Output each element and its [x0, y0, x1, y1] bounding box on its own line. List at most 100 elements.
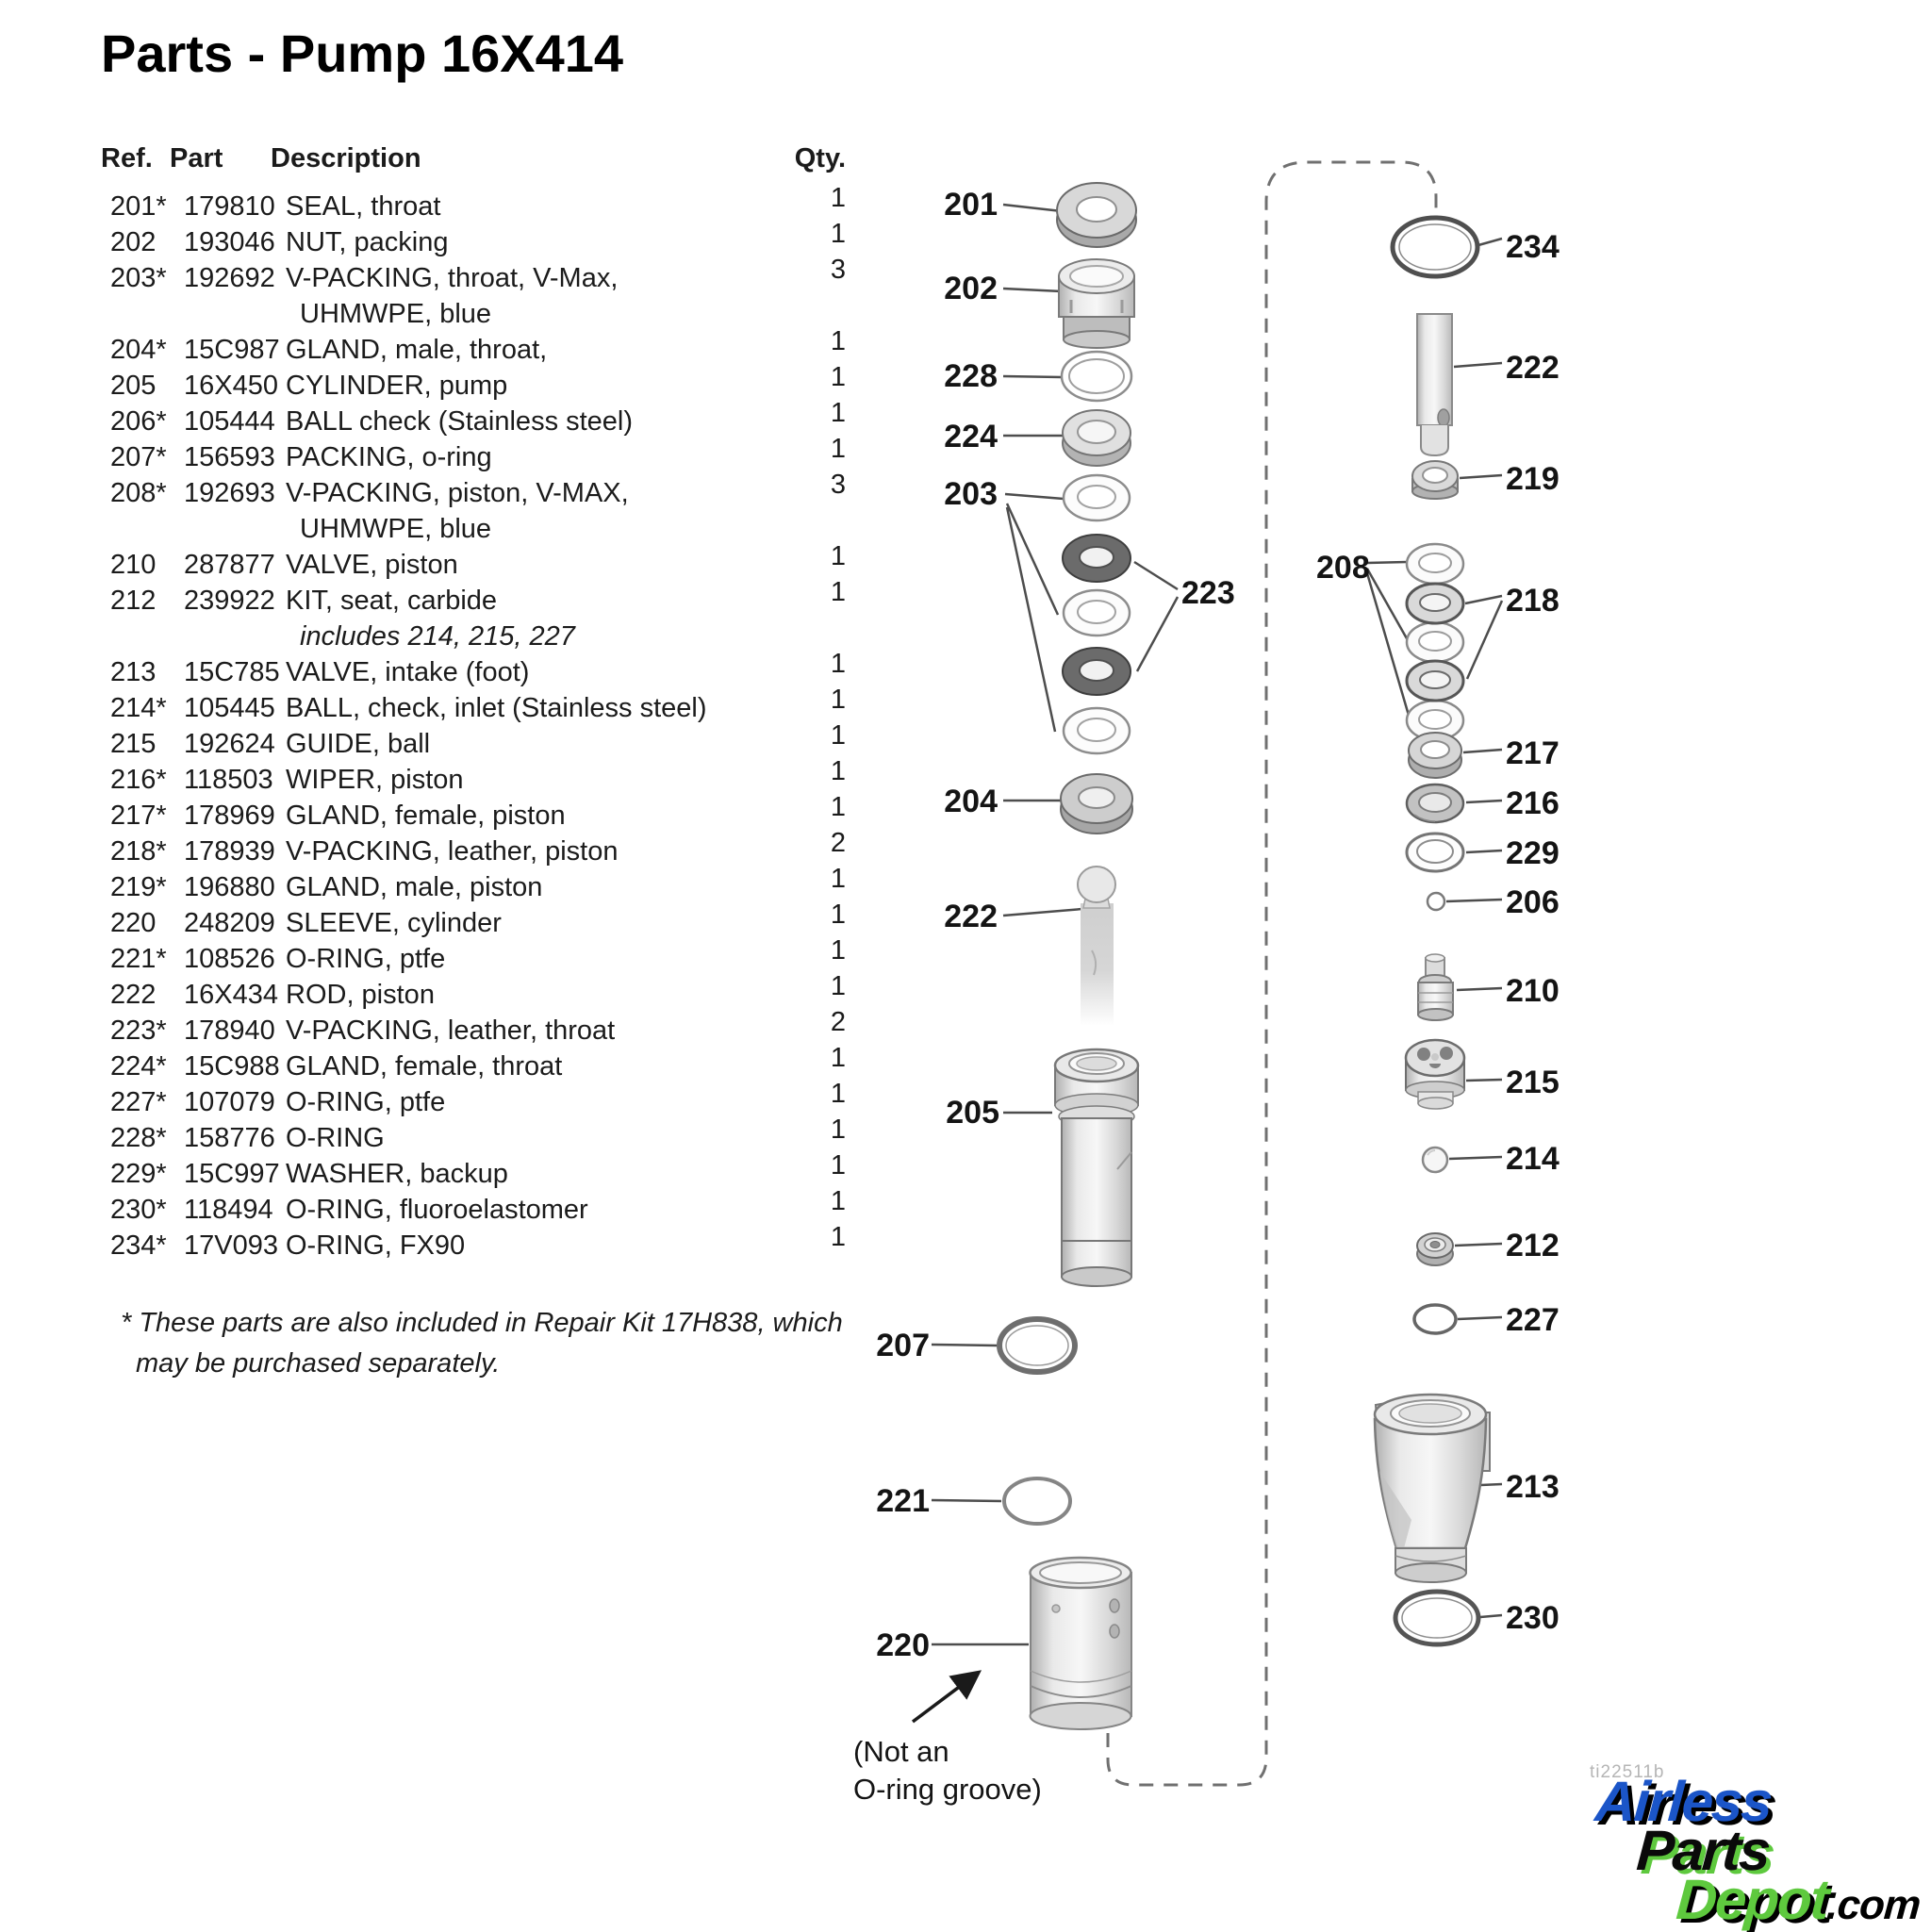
callout-214: 214 — [1506, 1141, 1560, 1177]
cell-description: BALL check (Stainless steel) — [286, 404, 1031, 439]
callout-217: 217 — [1506, 735, 1560, 771]
cell-part: 196880 — [184, 872, 275, 902]
description-line1: O-RING, FX90 — [286, 1230, 466, 1261]
logo-depot: Depot.com — [1675, 1867, 1923, 1932]
cell-qty: 1 — [830, 756, 846, 786]
cell-description: SEAL, throat — [286, 189, 1031, 224]
callout-218: 218 — [1506, 583, 1560, 619]
cell-qty: 1 — [830, 792, 846, 822]
table-row: 202 193046 NUT, packing 1 — [101, 219, 846, 260]
column-header-ref: Ref. — [101, 143, 153, 173]
description-line1: WIPER, piston — [286, 765, 464, 795]
cell-part: 118503 — [184, 765, 273, 795]
callout-222: 222 — [944, 899, 998, 934]
cell-qty: 1 — [830, 1150, 846, 1181]
part-203-throat-vpacking — [1062, 473, 1131, 755]
cell-qty: 1 — [830, 541, 846, 571]
part-230-oring — [1393, 1589, 1481, 1647]
part-234-oring — [1390, 215, 1480, 279]
description-line1: O-RING — [286, 1123, 385, 1153]
description-line1: BALL check (Stainless steel) — [286, 406, 634, 437]
callout-224: 224 — [944, 419, 998, 454]
cell-part: 158776 — [184, 1123, 275, 1153]
cell-description: BALL, check, inlet (Stainless steel) — [286, 690, 1031, 726]
callout-201: 201 — [944, 187, 998, 223]
cell-ref: 220 — [110, 908, 157, 938]
cell-description: O-RING, ptfe — [286, 1084, 1031, 1120]
cell-ref: 202 — [110, 227, 157, 257]
column-header-qty: Qty. — [794, 143, 846, 173]
callout-206: 206 — [1506, 884, 1560, 920]
logo-com-suffix: .com — [1824, 1882, 1922, 1928]
cell-ref: 219* — [110, 872, 167, 902]
footnote-line2: may be purchased separately. — [136, 1348, 501, 1379]
part-210-piston-valve — [1417, 953, 1454, 1021]
part-218-leather-piston-vpacking — [1405, 582, 1465, 702]
part-206-ball-check — [1426, 891, 1446, 912]
part-212-carbide-seat — [1416, 1232, 1454, 1266]
part-204-male-throat-gland — [1060, 773, 1133, 834]
description-line1: V-PACKING, throat, V-Max, — [286, 263, 619, 293]
description-line1: O-RING, ptfe — [286, 1087, 446, 1117]
description-line1: GLAND, female, piston — [286, 801, 566, 831]
cell-ref: 205 — [110, 371, 157, 401]
cell-ref: 216* — [110, 765, 167, 795]
callout-216: 216 — [1506, 785, 1560, 821]
cell-description: O-RING, fluoroelastomer — [286, 1192, 1031, 1228]
cell-ref: 227* — [110, 1087, 167, 1117]
table-row: 214* 105445 BALL, check, inlet (Stainles… — [101, 685, 846, 726]
description-line1: VALVE, intake (foot) — [286, 657, 530, 687]
page-title: Parts - Pump 16X414 — [101, 24, 624, 83]
table-row: 217* 178969 GLAND, female, piston 1 — [101, 792, 846, 834]
cell-part: 108526 — [184, 944, 275, 974]
cell-part: 192693 — [184, 478, 275, 508]
part-224-female-throat-gland — [1062, 409, 1131, 467]
cell-qty: 1 — [830, 935, 846, 966]
description-line1: BALL, check, inlet (Stainless steel) — [286, 693, 707, 723]
description-line1: CYLINDER, pump — [286, 371, 508, 401]
description-line1: WASHER, backup — [286, 1159, 508, 1189]
callout-219: 219 — [1506, 461, 1560, 497]
not-oring-groove-note: (Not an O-ring groove) — [853, 1733, 1042, 1808]
cell-qty: 3 — [830, 255, 846, 285]
cell-qty: 1 — [830, 219, 846, 249]
table-row: 201* 179810 SEAL, throat 1 — [101, 183, 846, 224]
cell-ref: 210 — [110, 550, 157, 580]
cell-part: 248209 — [184, 908, 275, 938]
cell-description: GLAND, male, throat, — [286, 332, 1031, 368]
cell-description: NUT, packing — [286, 224, 1031, 260]
callout-212: 212 — [1506, 1228, 1560, 1263]
callout-208: 208 — [1316, 550, 1370, 586]
callout-204: 204 — [944, 784, 998, 819]
callout-207: 207 — [876, 1328, 930, 1363]
cell-part: 179810 — [184, 191, 275, 222]
cell-description: V-PACKING, leather, throat — [286, 1013, 1031, 1049]
cell-part: 156593 — [184, 442, 275, 472]
cell-description: WASHER, backup — [286, 1156, 1031, 1192]
cell-qty: 2 — [830, 1007, 846, 1037]
description-line1: SEAL, throat — [286, 191, 441, 222]
description-line2: includes 214, 215, 227 — [300, 621, 575, 652]
cell-qty: 1 — [830, 326, 846, 356]
part-219-male-piston-gland — [1411, 460, 1459, 500]
part-221-oring — [1002, 1477, 1072, 1526]
cell-ref: 221* — [110, 944, 167, 974]
cell-qty: 1 — [830, 649, 846, 679]
table-row: 224* 15C988 GLAND, female, throat 1 — [101, 1043, 846, 1084]
cell-part: 118494 — [184, 1195, 273, 1225]
description-line1: O-RING, ptfe — [286, 944, 446, 974]
part-229-backup-washer — [1405, 832, 1465, 873]
table-row: 203* 192692 V-PACKING, throat, V-Max, UH… — [101, 255, 846, 332]
cell-part: 15C785 — [184, 657, 280, 687]
table-row: 230* 118494 O-RING, fluoroelastomer 1 — [101, 1186, 846, 1228]
part-222-piston-rod-body — [1416, 313, 1453, 457]
cell-part: 105445 — [184, 693, 275, 723]
callout-230: 230 — [1506, 1600, 1560, 1636]
cell-description: O-RING — [286, 1120, 1031, 1156]
cell-description: WIPER, piston — [286, 762, 1031, 798]
cell-qty: 1 — [830, 720, 846, 751]
table-row: 229* 15C997 WASHER, backup 1 — [101, 1150, 846, 1192]
cell-part: 178940 — [184, 1016, 275, 1046]
table-row: 221* 108526 O-RING, ptfe 1 — [101, 935, 846, 977]
cell-description: VALVE, piston — [286, 547, 1031, 583]
